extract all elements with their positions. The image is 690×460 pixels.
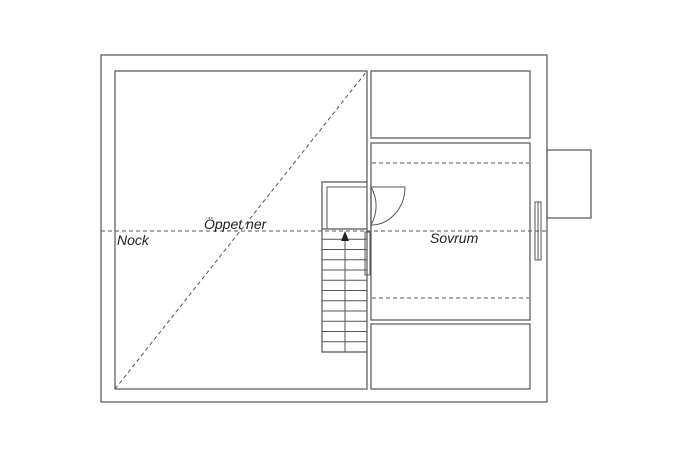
storage-room-bottom (370, 323, 531, 390)
label-bedroom: Sovrum (430, 230, 479, 246)
open-below-diagonal (114, 70, 368, 390)
stair-enclosure-inner (326, 186, 367, 229)
storage-room-top (370, 70, 531, 139)
inner-wall (114, 70, 368, 390)
stair-direction-arrow-icon (341, 231, 349, 241)
dormer-box (546, 149, 592, 219)
stair-railing (364, 231, 371, 276)
door-swing (370, 186, 406, 226)
label-ridge: Nock (117, 232, 150, 248)
door-swing-arc (370, 186, 377, 226)
outer-wall (100, 54, 548, 403)
label-open-below: Öppet ner (204, 215, 268, 232)
